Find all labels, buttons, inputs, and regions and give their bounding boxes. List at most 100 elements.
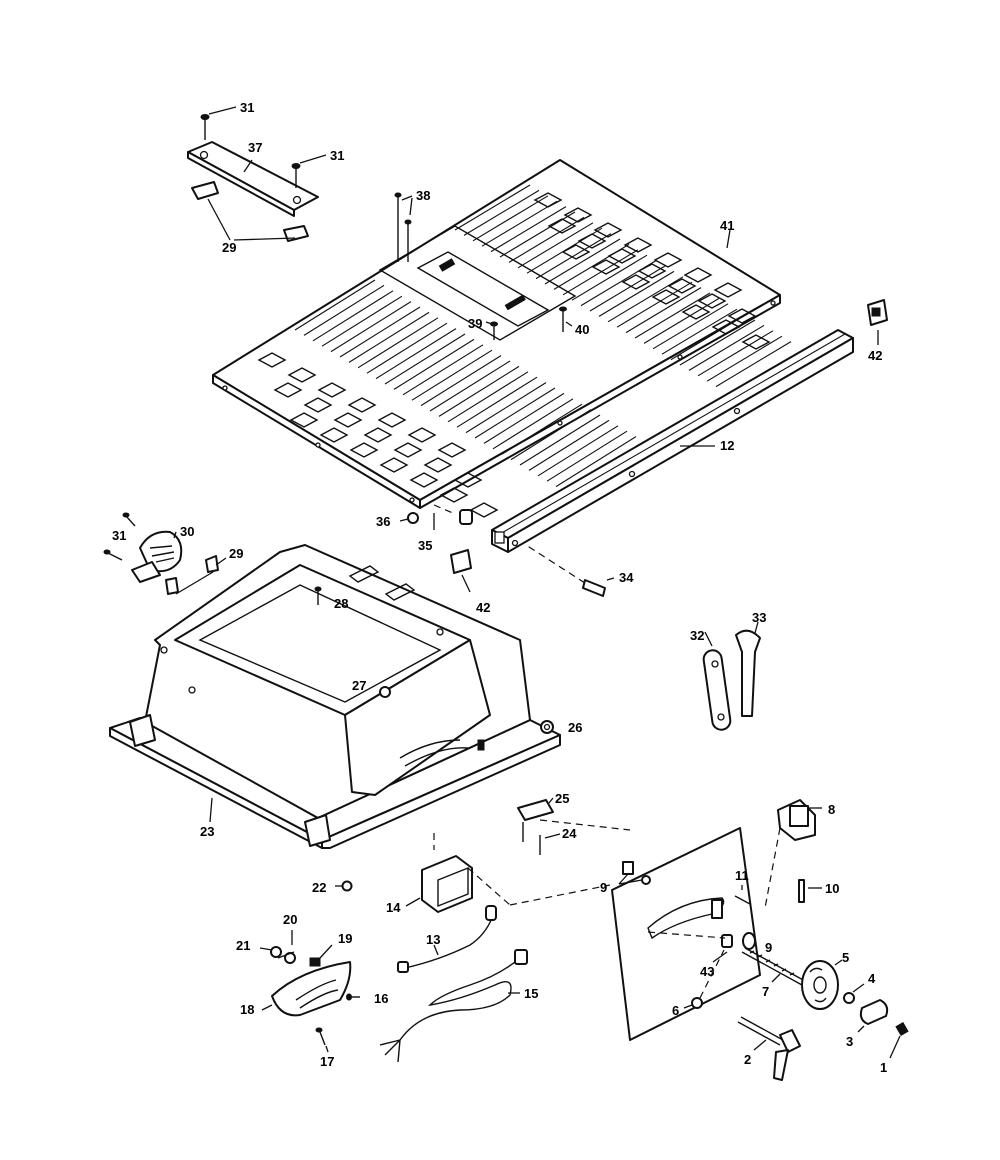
callout-32: 32: [690, 628, 704, 643]
table-pocket: [577, 233, 607, 249]
callout-24: 24: [562, 826, 577, 841]
table-rib: [456, 376, 538, 428]
table-rib: [348, 311, 430, 363]
table-pocket: [303, 397, 333, 413]
table-rib: [438, 365, 520, 417]
callout-42: 42: [476, 600, 490, 615]
callout-15: 15: [524, 986, 538, 1001]
part-25-bracket: [517, 797, 554, 821]
callout-20: 20: [283, 912, 297, 927]
table-pocket: [319, 427, 349, 443]
table-rib: [492, 398, 574, 450]
table-rib: [490, 206, 567, 253]
table-pocket: [379, 457, 409, 473]
part-42-end-cap-right: [867, 299, 888, 345]
table-rib: [472, 195, 549, 242]
callout-18: 18: [240, 1002, 254, 1017]
callout-14: 14: [386, 900, 401, 915]
part-34-bolt: [525, 544, 615, 597]
part-5-handwheel: [801, 959, 843, 1010]
table-pocket: [453, 472, 483, 488]
table-pocket: [287, 367, 317, 383]
table-rib: [357, 317, 439, 369]
table-pocket: [563, 207, 593, 223]
callout-34: 34: [619, 570, 634, 585]
table-rib: [483, 392, 565, 444]
table-rib: [454, 184, 531, 231]
callout-8: 8: [828, 802, 835, 817]
part-15-power-cord: [379, 949, 528, 1063]
table-rib: [510, 409, 592, 461]
part-4-nut: [843, 983, 865, 1004]
table-pocket: [273, 382, 303, 398]
part-42-end-cap-left: [450, 549, 472, 593]
part-switch-plate: [611, 827, 761, 1041]
table-rib: [420, 355, 502, 407]
part-14-junction-box: [405, 855, 611, 913]
part-31-screw-top: [200, 106, 237, 140]
part-36-nut: [399, 512, 419, 524]
table-rib: [429, 360, 511, 412]
table-rib: [670, 314, 747, 361]
callout-13: 13: [426, 932, 440, 947]
table-pocket: [439, 487, 469, 503]
callout-12: 12: [720, 438, 734, 453]
table-rib: [339, 306, 421, 358]
callout-41: 41: [720, 218, 734, 233]
table-rib: [625, 287, 702, 334]
callout-39: 39: [468, 316, 482, 331]
callout-43: 43: [700, 964, 714, 979]
callout-9: 9: [765, 940, 772, 955]
callout-29: 29: [229, 546, 243, 561]
callout-3: 3: [846, 1034, 853, 1049]
table-rib: [402, 344, 484, 396]
part-6-nut: [683, 949, 725, 1009]
table-rib: [312, 290, 394, 342]
table-pocket: [377, 412, 407, 428]
callout-19: 19: [338, 931, 352, 946]
table-rib: [463, 189, 540, 236]
part-13-cord: [397, 905, 497, 973]
table-rib: [688, 324, 765, 371]
callout-40: 40: [575, 322, 589, 337]
callout-4: 4: [868, 971, 876, 986]
part-9-clip-top: [618, 861, 651, 885]
part-22-nut: [335, 880, 353, 892]
table-rib: [589, 265, 666, 312]
table-pocket: [727, 308, 757, 324]
part-30-bracket: [131, 530, 183, 583]
table-rib: [303, 284, 385, 336]
part-2-lock-handle: [737, 1016, 801, 1081]
table-rib: [562, 249, 639, 296]
part-33-wrench: [735, 621, 761, 717]
part-38-screws: [394, 192, 413, 262]
callout-37: 37: [248, 140, 262, 155]
table-pocket: [349, 442, 379, 458]
callout-26: 26: [568, 720, 582, 735]
callout-16: 16: [374, 991, 388, 1006]
part-7-shaft: [741, 947, 806, 986]
callout-17: 17: [320, 1054, 334, 1069]
table-rib: [447, 371, 529, 423]
table-pocket: [683, 267, 713, 283]
part-16-screw: [346, 993, 360, 1001]
part-24-screws: [522, 822, 561, 855]
part-11-screw: [734, 885, 751, 905]
table-pocket: [591, 259, 621, 275]
table-rib: [616, 281, 693, 328]
callout-25: 25: [555, 791, 569, 806]
part-23-base: [109, 544, 561, 849]
part-26-nut: [540, 720, 554, 734]
table-pocket: [393, 442, 423, 458]
callout-10: 10: [825, 881, 839, 896]
callout-6: 6: [672, 1003, 679, 1018]
table-pocket: [681, 304, 711, 320]
table-pocket: [621, 274, 651, 290]
part-8-switch: [764, 799, 822, 909]
table-rib: [652, 303, 729, 350]
callout-35: 35: [418, 538, 432, 553]
callout-38: 38: [416, 188, 430, 203]
table-rib: [528, 419, 610, 471]
part-18-blade-guard: [261, 961, 352, 1017]
